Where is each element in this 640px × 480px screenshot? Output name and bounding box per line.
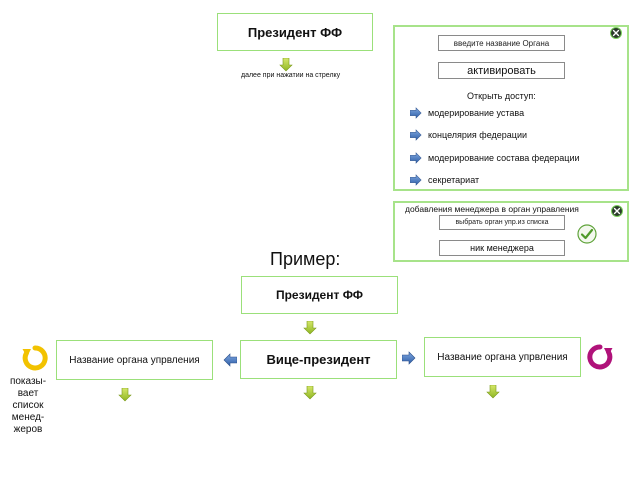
close-icon[interactable]: [611, 205, 623, 217]
arrow-right-icon: [410, 129, 422, 141]
select-organ-field[interactable]: выбрать орган упр.из списка: [439, 215, 565, 230]
open-access-label: Открыть доступ:: [467, 91, 536, 101]
access-item-chancellery[interactable]: концелярия федерации: [410, 129, 527, 141]
refresh-yellow-icon[interactable]: [22, 345, 48, 371]
arrow-down-icon[interactable]: [279, 58, 293, 72]
x-icon: [613, 207, 621, 215]
arrow-right-icon: [410, 174, 422, 186]
checkmark-icon[interactable]: [577, 224, 597, 244]
organ-name-input[interactable]: введите название Органа: [438, 35, 565, 51]
manager-nick-input[interactable]: ник менеджера: [439, 240, 565, 256]
arrow-down-icon[interactable]: [303, 321, 317, 335]
example-label: Пример:: [270, 249, 341, 269]
arrow-down-icon[interactable]: [118, 388, 132, 402]
access-item-secretariat[interactable]: секретариат: [410, 174, 479, 186]
manager-list-note: показы- вает список менед- жеров: [9, 376, 47, 435]
left-organ-box[interactable]: Название органа упрвления: [56, 340, 213, 380]
close-icon[interactable]: [610, 27, 622, 39]
arrow-down-icon[interactable]: [303, 386, 317, 400]
refresh-purple-icon[interactable]: [587, 344, 613, 370]
hint-text: далее при нажатии на стрелку: [241, 72, 341, 79]
arrow-left-icon[interactable]: [223, 353, 237, 367]
president-box-top[interactable]: Президент ФФ: [217, 13, 373, 51]
arrow-right-icon[interactable]: [402, 351, 416, 365]
access-item-composition[interactable]: модерирование состава федерации: [410, 152, 580, 164]
right-organ-box[interactable]: Название органа упрвления: [424, 337, 581, 377]
arrow-right-icon: [410, 152, 422, 164]
president-box-example[interactable]: Президент ФФ: [241, 276, 398, 314]
activate-button[interactable]: активировать: [438, 62, 565, 79]
arrow-down-icon[interactable]: [486, 385, 500, 399]
access-item-statute[interactable]: модерирование устава: [410, 107, 524, 119]
organ-panel: [393, 25, 629, 191]
x-icon: [612, 29, 620, 37]
vice-president-box[interactable]: Вице-президент: [240, 340, 397, 379]
arrow-right-icon: [410, 107, 422, 119]
add-manager-title: добавления менеджера в орган управления: [405, 204, 579, 214]
president-title: Президент ФФ: [247, 24, 343, 40]
